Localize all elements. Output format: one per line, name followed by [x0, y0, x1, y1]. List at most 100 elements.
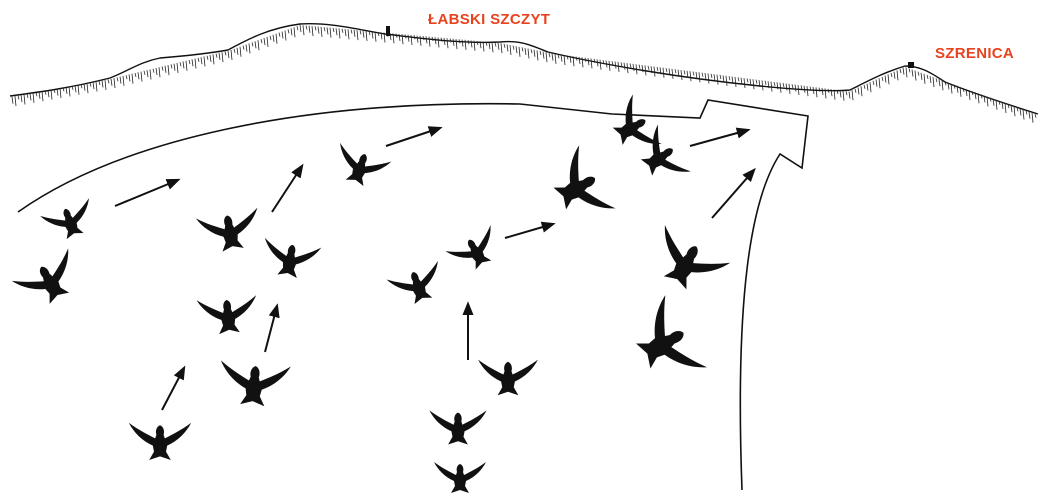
bird-silhouette-icon — [217, 360, 291, 408]
hatch-stroke — [861, 86, 862, 96]
bird-silhouette-icon — [429, 410, 486, 444]
hatch-stroke — [873, 81, 874, 85]
hatch-stroke — [903, 68, 904, 75]
hatch-stroke — [522, 47, 523, 51]
hatch-stroke — [852, 90, 853, 100]
hatch-stroke — [375, 32, 376, 42]
hatch-stroke — [618, 62, 619, 72]
hatch-stroke — [129, 74, 130, 81]
hatch-stroke — [912, 70, 913, 77]
hatch-stroke — [120, 77, 121, 84]
hatch-stroke — [198, 58, 199, 62]
hatch-stroke — [93, 82, 94, 89]
hatch-stroke — [138, 72, 139, 79]
hatch-stroke — [12, 97, 13, 104]
hatch-stroke — [324, 27, 325, 31]
hatch-stroke — [684, 70, 685, 74]
hatch-stroke — [663, 68, 664, 78]
hatch-stroke — [462, 40, 463, 47]
hatch-stroke — [267, 37, 268, 47]
bird-silhouette-icon — [434, 462, 486, 493]
hatch-stroke — [543, 52, 544, 59]
hatch-stroke — [396, 34, 397, 38]
bird-silhouette-icon — [478, 360, 538, 396]
hatch-stroke — [822, 88, 823, 95]
hatch-stroke — [915, 71, 916, 81]
hatch-stroke — [645, 65, 646, 75]
hatch-stroke — [774, 82, 775, 86]
hatch-stroke — [807, 86, 808, 96]
bird-silhouette-icon — [129, 423, 191, 460]
bird-silhouette-icon — [622, 295, 707, 392]
hatch-stroke — [453, 39, 454, 46]
hatch-stroke — [249, 43, 250, 53]
hatch-stroke — [729, 76, 730, 80]
hatch-stroke — [888, 74, 889, 84]
hatch-stroke — [177, 63, 178, 73]
hatch-stroke — [195, 59, 196, 69]
hatch-stroke — [927, 75, 928, 79]
bird-silhouette-icon — [542, 145, 616, 230]
hatch-stroke — [429, 37, 430, 47]
hatch-stroke — [399, 34, 400, 41]
birds — [12, 94, 730, 493]
hatch-stroke — [885, 76, 886, 83]
hatch-stroke — [1023, 109, 1024, 119]
hatch-stroke — [666, 68, 667, 72]
hatch-stroke — [201, 57, 202, 64]
hatch-stroke — [675, 69, 676, 73]
hatch-stroke — [18, 96, 19, 100]
hatch-stroke — [735, 77, 736, 87]
hatch-stroke — [210, 55, 211, 62]
hatch-stroke — [792, 84, 793, 88]
hatch-stroke — [516, 46, 517, 53]
hatch-stroke — [780, 83, 781, 93]
hatch-stroke — [711, 74, 712, 78]
hatch-stroke — [207, 56, 208, 60]
hatch-stroke — [726, 76, 727, 86]
hatch-stroke — [672, 69, 673, 79]
hatch-stroke — [180, 62, 181, 66]
hatch-stroke — [528, 49, 529, 59]
hatch-stroke — [363, 31, 364, 38]
hatch-stroke — [552, 54, 553, 61]
hatch-stroke — [786, 83, 787, 90]
hatch-stroke — [879, 78, 880, 88]
bird-silhouette-icon — [12, 248, 88, 314]
arrow-icon — [690, 130, 748, 146]
hatch-stroke — [477, 41, 478, 45]
hatch-stroke — [537, 50, 538, 60]
hatch-stroke — [189, 60, 190, 64]
bird-silhouette-icon — [196, 208, 264, 255]
hatch-stroke — [597, 59, 598, 66]
hatch-stroke — [1035, 114, 1036, 118]
hatch-stroke — [531, 49, 532, 53]
hatch-stroke — [135, 73, 136, 77]
hatch-stroke — [309, 26, 310, 33]
hatch-stroke — [21, 95, 22, 102]
hatch-stroke — [366, 31, 367, 41]
hatch-stroke — [546, 52, 547, 62]
bird-silhouette-icon — [329, 143, 391, 192]
hatch-stroke — [306, 26, 307, 30]
hatch-stroke — [237, 48, 238, 55]
hatch-stroke — [495, 43, 496, 47]
hatch-stroke — [771, 82, 772, 92]
hatch-stroke — [105, 80, 106, 90]
hatch-stroke — [321, 27, 322, 37]
hatch-stroke — [69, 86, 70, 96]
hatch-stroke — [183, 61, 184, 68]
hatch-stroke — [165, 66, 166, 73]
hatch-stroke — [153, 69, 154, 73]
hatch-stroke — [639, 65, 640, 69]
hatch-stroke — [345, 29, 346, 36]
hatch-stroke — [276, 34, 277, 44]
hatch-stroke — [456, 39, 457, 49]
hatch-stroke — [447, 38, 448, 48]
hatch-stroke — [333, 28, 334, 32]
bird-silhouette-icon — [603, 94, 661, 161]
hatch-stroke — [234, 49, 235, 53]
hatch-stroke — [336, 28, 337, 35]
hatch-stroke — [840, 90, 841, 97]
hatch-stroke — [318, 27, 319, 34]
